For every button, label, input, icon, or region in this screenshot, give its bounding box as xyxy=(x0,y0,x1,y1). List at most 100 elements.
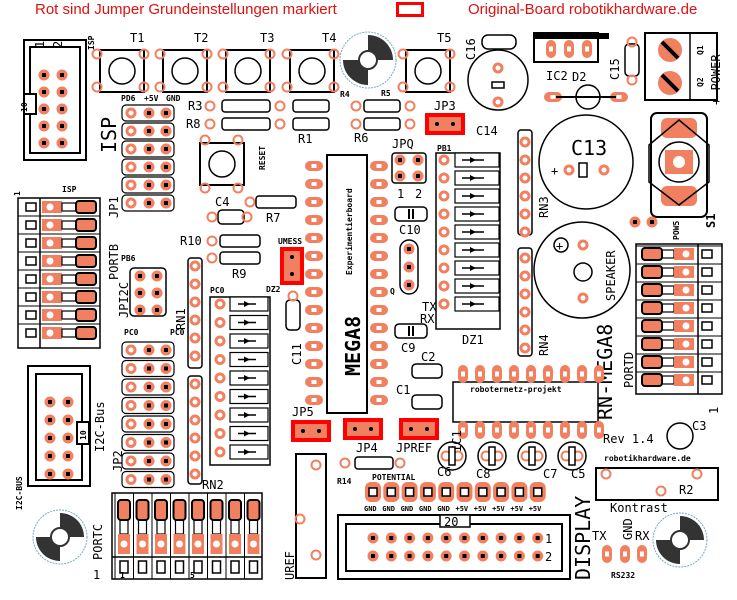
potential-pin-label: GND xyxy=(437,505,450,513)
t2-label: T2 xyxy=(194,31,208,45)
portd-label: PORTD xyxy=(622,352,636,388)
mega8-chip: Experimentierboard MEGA8 xyxy=(305,154,388,414)
roboternetz-label: roboternetz-projekt xyxy=(470,384,562,394)
switch-pad xyxy=(641,265,663,279)
reset-button[interactable]: RESET xyxy=(199,134,267,194)
switch-slot xyxy=(701,375,713,385)
switch-pad xyxy=(191,499,205,521)
electrolytic-row: C6 C8 C7 C5 xyxy=(437,441,587,481)
ic1-pin xyxy=(458,365,468,383)
pad xyxy=(160,381,172,393)
portb-1-label: 1 xyxy=(13,191,22,196)
isp-pin2-label: 2 xyxy=(51,41,65,48)
r4-label: R4 xyxy=(340,90,350,99)
ic1-pin xyxy=(526,421,536,439)
portd-1-label: 1 xyxy=(707,407,721,414)
pad xyxy=(125,474,137,485)
jp2-label: JP2 xyxy=(111,450,125,472)
power-label: + POWER - xyxy=(709,40,723,105)
c8-label: C8 xyxy=(476,467,490,481)
jpref-jumper-default[interactable]: JPREF xyxy=(396,418,439,455)
ic1-pin xyxy=(577,421,587,439)
r3-label: R3 xyxy=(188,99,202,113)
jpi2c-header: JPI2C PC0 xyxy=(117,267,185,337)
pad xyxy=(143,125,155,137)
pad xyxy=(125,107,137,119)
button-t1: T1 xyxy=(91,31,150,93)
jp3-jumper-default[interactable]: JP3 xyxy=(425,99,465,135)
mega8-pin xyxy=(370,395,388,405)
umess-jumper-default[interactable]: UMESS xyxy=(278,237,304,285)
r7-label: R7 xyxy=(266,211,280,225)
switch-pad xyxy=(75,326,97,340)
power-terminal[interactable]: Q1 Q2 + POWER - xyxy=(644,32,723,105)
buttons-row: T1 T2 T3 T4 T5 xyxy=(91,31,456,93)
rn4-label: RN4 xyxy=(537,334,551,356)
potential-pin-label: GND xyxy=(419,505,432,513)
rn2-label: RN2 xyxy=(202,478,224,492)
r2-potentiometer[interactable]: R2 Kontrast xyxy=(595,467,719,515)
pd6-label: PD6 xyxy=(121,94,136,103)
jp2-header: JP2 PC0 xyxy=(111,328,175,489)
pad xyxy=(160,474,172,485)
potential-pin-label: +5V xyxy=(510,505,523,513)
display-pin xyxy=(513,532,525,544)
switch-slot xyxy=(701,321,713,331)
jp2-row xyxy=(121,452,175,470)
potential-label: POTENTIAL xyxy=(372,473,416,482)
jp1-row xyxy=(121,122,175,140)
pad xyxy=(125,143,137,155)
jp3-label: JP3 xyxy=(434,99,456,113)
ic1-pin xyxy=(560,365,570,383)
ic1-pin xyxy=(560,421,570,439)
pad xyxy=(143,197,155,209)
switch-pad xyxy=(154,499,168,521)
mega8-pin xyxy=(305,287,323,297)
pad xyxy=(143,161,155,173)
t4-label: T4 xyxy=(322,31,336,45)
pad xyxy=(438,154,450,166)
uref-pot[interactable]: UREF xyxy=(283,453,327,580)
pad xyxy=(160,161,172,173)
switch-slot xyxy=(25,274,37,284)
button-t2: T2 xyxy=(154,31,213,93)
i2c-bus-small-label: I2C-BUS xyxy=(15,476,24,510)
t1-label: T1 xyxy=(130,31,144,45)
r7-r9-r10: R7 R10 R9 C4 xyxy=(180,195,297,281)
rn2-network: RN2 xyxy=(187,375,224,492)
c4-label: C4 xyxy=(215,195,229,209)
umess-label: UMESS xyxy=(278,237,302,246)
jp5-jumper-default[interactable]: JP5 xyxy=(291,405,331,442)
switch-pad xyxy=(641,283,663,297)
pad xyxy=(214,391,226,402)
jp1-row xyxy=(121,194,175,212)
jpref-label: JPREF xyxy=(396,441,432,455)
jp1-row xyxy=(121,140,175,158)
mega8-pin xyxy=(305,197,323,207)
pad xyxy=(438,226,450,238)
rs232-header: TX GND RX RS232 xyxy=(592,518,650,580)
mega8-pin xyxy=(370,215,388,225)
switch-slot xyxy=(25,256,37,266)
switch-slot xyxy=(25,220,37,230)
switch-slot xyxy=(25,202,37,212)
pad xyxy=(438,208,450,220)
pad xyxy=(214,409,226,421)
electrolytic-cap xyxy=(437,441,467,471)
switch-slot xyxy=(248,560,259,574)
mega8-pin xyxy=(370,179,388,189)
ic1-pin xyxy=(475,365,485,383)
r14-label: R14 xyxy=(337,477,352,486)
c5-label: C5 xyxy=(571,467,585,481)
mega8-pin xyxy=(305,305,323,315)
mounting-hole-top xyxy=(339,31,397,89)
r14-resistor: R14 POTENTIAL xyxy=(337,456,416,486)
r10-label: R10 xyxy=(180,234,202,248)
jp4-jumper-default[interactable]: JP4 xyxy=(343,418,383,455)
switch-s1[interactable]: S1 POW5 xyxy=(629,112,719,240)
jp2-row xyxy=(121,341,175,359)
switch-slot xyxy=(211,560,222,574)
mega8-pin xyxy=(305,269,323,279)
pad xyxy=(125,363,137,374)
